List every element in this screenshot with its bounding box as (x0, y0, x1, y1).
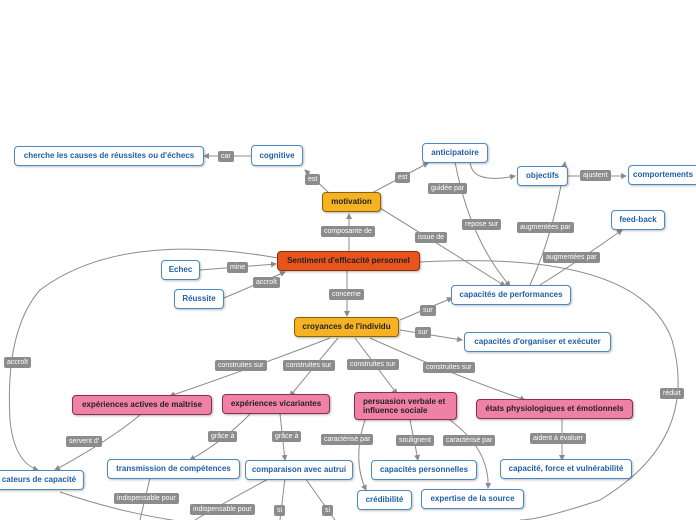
node-exp-actives[interactable]: expériences actives de maîtrise (72, 395, 212, 415)
node-persuasion[interactable]: persuasion verbale et influence sociale (354, 392, 457, 420)
node-transmission[interactable]: transmission de compétences (107, 459, 240, 479)
node-sentiment[interactable]: Sentiment d'efficacité personnel (277, 251, 420, 271)
node-comparaison[interactable]: comparaison avec autrui (245, 460, 353, 480)
label-ajustent: ajustent (580, 170, 611, 181)
label-si-1: si (274, 505, 286, 516)
label-accroit-loop: accroît (4, 357, 32, 368)
node-indicateurs-text: cateurs de capacité (1, 475, 77, 485)
edge-comparaison-down1 (194, 477, 271, 520)
node-credibilite-text: crédibilité (365, 495, 404, 505)
node-capacites-org[interactable]: capacités d'organiser et exécuter (464, 332, 611, 352)
node-indicateurs[interactable]: cateurs de capacité (0, 470, 84, 490)
node-objectifs-text: objectifs (526, 171, 559, 181)
node-expertise-text: expertise de la source (430, 494, 515, 504)
node-capacite-force[interactable]: capacité, force et vulnérabilité (500, 459, 632, 479)
node-exp-actives-text: expériences actives de maîtrise (81, 400, 203, 410)
node-causes[interactable]: cherche les causes de réussites ou d'éch… (14, 146, 204, 166)
node-motivation[interactable]: motivation (322, 192, 381, 212)
label-augmentees-par-objectifs: augmentées par (517, 222, 574, 233)
label-indispensable-pour-1: indispensable pour (114, 493, 179, 504)
node-objectifs[interactable]: objectifs (517, 166, 568, 186)
label-soulignent: soulignent (396, 435, 434, 446)
label-reduit: réduit (660, 388, 684, 399)
node-comportements[interactable]: comportements (628, 165, 696, 185)
label-repose-sur: repose sur (462, 219, 502, 230)
label-indispensable-pour-2: indispensable pour (190, 504, 255, 515)
label-concerne: concerne (329, 289, 364, 300)
node-reussite[interactable]: Réussite (174, 289, 224, 309)
node-cognitive[interactable]: cognitive (251, 145, 303, 166)
label-accroit-reussite: accroît (253, 277, 281, 288)
label-construites-sur-1: construites sur (215, 360, 267, 371)
label-composante-de: composante de (321, 226, 375, 237)
edge-motivation-perf (379, 207, 506, 287)
node-anticipatoire[interactable]: anticipatoire (422, 143, 488, 163)
node-comparaison-text: comparaison avec autrui (251, 465, 347, 475)
node-echec[interactable]: Echec (161, 260, 200, 280)
node-croyances-text: croyances de l'individu (302, 322, 391, 332)
label-guidee-par: guidée par (428, 183, 468, 194)
label-caracterise-par-credibilite: caractérisé par (321, 434, 374, 445)
node-capacites-perf[interactable]: capacités de performances (451, 285, 571, 305)
label-grace-a-transmission: grâce à (208, 431, 238, 442)
edge-loop-accroit (8, 248, 279, 472)
node-etats[interactable]: états physiologiques et émotionnels (476, 399, 633, 419)
node-echec-text: Echec (168, 265, 193, 275)
node-reussite-text: Réussite (182, 294, 216, 304)
label-caracterise-par-expertise: caractérisé par (443, 435, 496, 446)
label-si-2: si (322, 505, 334, 516)
node-persuasion-text: persuasion verbale et influence sociale (363, 396, 446, 415)
edge-anticipatoire-objectifs (469, 159, 516, 180)
label-construites-sur-2: construites sur (283, 360, 335, 371)
label-servent-d: servent d' (66, 436, 103, 447)
label-sur-org: sur (415, 327, 431, 338)
label-est-anticipatoire: est (395, 172, 411, 183)
node-feedback[interactable]: feed-back (611, 210, 665, 230)
node-anticipatoire-text: anticipatoire (431, 148, 479, 158)
node-exp-vicariantes-text: expériences vicariantes (230, 399, 322, 409)
node-comportements-text: comportements (633, 170, 694, 180)
node-croyances[interactable]: croyances de l'individu (294, 317, 399, 337)
label-car: car (218, 151, 234, 162)
node-capacite-force-text: capacité, force et vulnérabilité (508, 464, 624, 474)
node-capacites-org-text: capacités d'organiser et exécuter (474, 337, 601, 347)
node-cognitive-text: cognitive (259, 150, 295, 160)
node-capacites-perf-text: capacités de performances (459, 290, 563, 300)
node-transmission-text: transmission de compétences (116, 464, 231, 474)
node-sentiment-text: Sentiment d'efficacité personnel (287, 256, 410, 266)
node-expertise[interactable]: expertise de la source (421, 489, 524, 509)
node-capacites-pers[interactable]: capacités personnelles (371, 460, 477, 480)
label-construites-sur-3: construites sur (347, 359, 399, 370)
label-construites-sur-4: construites sur (423, 362, 475, 373)
node-motivation-text: motivation (331, 197, 372, 207)
label-mine: mine (227, 262, 249, 273)
node-feedback-text: feed-back (619, 215, 657, 225)
node-capacites-pers-text: capacités personnelles (379, 465, 469, 475)
edge-bottom-arc (59, 491, 176, 520)
label-issue-de: issue de (415, 232, 448, 243)
edge-anticipatoire-perf (454, 161, 511, 287)
node-exp-vicariantes[interactable]: expériences vicariantes (222, 394, 330, 414)
node-etats-text: états physiologiques et émotionnels (485, 404, 624, 414)
edge-croyances-org (399, 329, 463, 343)
label-aident-a-evaluer: aident à évaluer (530, 433, 586, 444)
edge-actives-indicateurs (54, 414, 141, 471)
edge-persuasion-expertise (449, 419, 492, 489)
edge-loop-reduit (419, 260, 679, 520)
edge-persuasion-credibilite (358, 419, 367, 491)
node-credibilite[interactable]: crédibilité (357, 490, 412, 510)
node-causes-text: cherche les causes de réussites ou d'éch… (23, 151, 195, 161)
label-augmentees-par-feedback: augmentées par (543, 252, 600, 263)
label-grace-a-comparaison: grâce à (272, 431, 302, 442)
label-est-cognitive: est (305, 174, 321, 185)
label-sur-perf: sur (420, 305, 436, 316)
